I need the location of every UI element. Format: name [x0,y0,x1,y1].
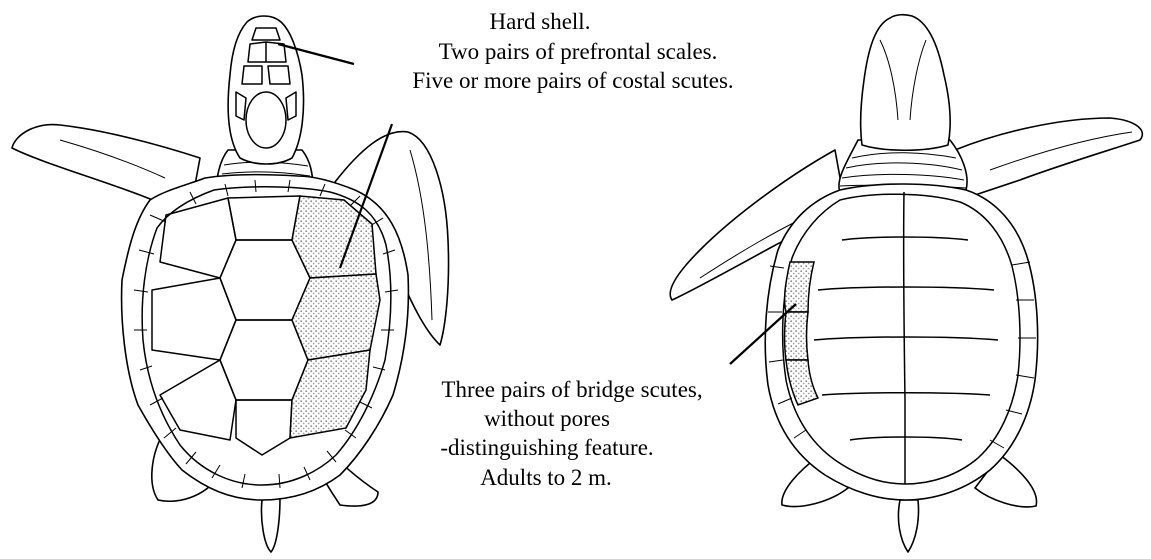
dorsal-head [228,16,303,164]
annotation-hard-shell: Hard shell. [370,8,710,35]
ventral-tail [898,500,918,552]
turtle-dorsal-view [12,16,449,552]
annotation-without-pores: without pores [397,405,697,432]
annotation-distinguishing-feature: -distinguishing feature. [377,434,717,461]
ventral-head [861,15,950,151]
annotation-prefrontal-scales: Two pairs of prefrontal scales. [358,38,798,65]
turtle-ventral-view [670,15,1142,552]
annotation-bridge-scutes: Three pairs of bridge scutes, [362,376,782,403]
annotation-adult-size: Adults to 2 m. [396,464,696,491]
annotation-costal-scutes: Five or more pairs of costal scutes. [343,67,803,94]
ventral-right-front-flipper [955,118,1142,200]
dorsal-tail [261,498,280,552]
